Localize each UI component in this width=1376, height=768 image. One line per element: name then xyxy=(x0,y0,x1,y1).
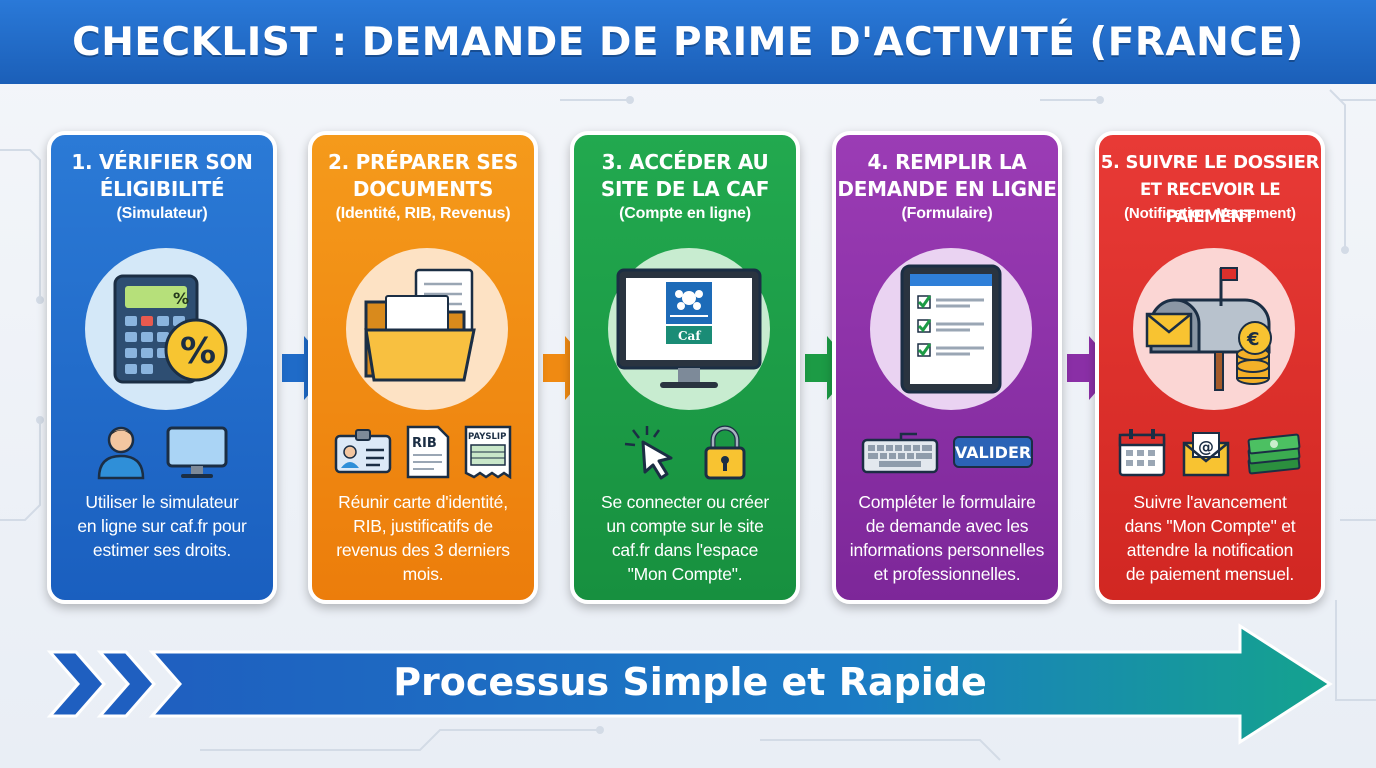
step-title: 2. PRÉPARER SES DOCUMENTS xyxy=(328,150,518,201)
step-subtitle: (Simulateur) xyxy=(116,205,208,222)
step-description: Se connecter ou créer un compte sur le s… xyxy=(601,492,769,584)
step-icons xyxy=(51,422,273,482)
step-subtitle: (Formulaire) xyxy=(901,205,993,222)
step-description: Compléter le formulaire de demande avec … xyxy=(849,492,1045,584)
arrow-right-icon xyxy=(282,336,332,400)
keyboard-icon xyxy=(861,432,939,474)
id-card-icon xyxy=(334,429,392,474)
step-card-5: 5. SUIVRE LE DOSSIER ET RECEVOIR LE PAIE… xyxy=(1095,131,1325,604)
step-description: Utiliser le simulateur en ligne sur caf.… xyxy=(77,492,247,560)
step-description: Suivre l'avancement dans "Mon Compte" et… xyxy=(1124,492,1296,584)
step-card-2: 2. PRÉPARER SES DOCUMENTS (Identité, RIB… xyxy=(308,131,538,604)
step-subtitle: (Notification, Versement) xyxy=(1124,205,1296,222)
header-banner: CHECKLIST : DEMANDE DE PRIME D'ACTIVITÉ … xyxy=(0,0,1376,84)
mailbox-coins-icon: € xyxy=(1133,248,1295,410)
step-title: 4. REMPLIR LA DEMANDE EN LIGNE xyxy=(837,150,1057,201)
caf-website-monitor-icon: Caf xyxy=(608,248,770,410)
tablet-checklist-icon xyxy=(870,248,1032,410)
page-title: CHECKLIST : DEMANDE DE PRIME D'ACTIVITÉ … xyxy=(72,19,1304,65)
arrow-right-icon xyxy=(1067,336,1117,400)
svg-text:@: @ xyxy=(1198,437,1214,456)
user-icon xyxy=(97,426,145,480)
svg-text:%: % xyxy=(180,331,216,372)
rib-document-icon: RIB xyxy=(406,425,450,479)
step-title: 1. VÉRIFIER SON ÉLIGIBILITÉ xyxy=(71,150,253,201)
step-card-1: 1. VÉRIFIER SON ÉLIGIBILITÉ (Simulateur)… xyxy=(47,131,277,604)
svg-text:RIB: RIB xyxy=(412,436,437,451)
step-icons: RIB PAYSLIP xyxy=(312,422,534,482)
step-subtitle: (Compte en ligne) xyxy=(619,205,751,222)
padlock-icon xyxy=(704,425,746,480)
step-icons: @ xyxy=(1099,422,1321,482)
svg-text:Caf: Caf xyxy=(678,329,701,343)
step-description: Réunir carte d'identité, RIB, justificat… xyxy=(336,492,510,584)
process-arrow-icon xyxy=(46,623,1333,745)
process-label: Processus Simple et Rapide xyxy=(393,660,987,704)
svg-text:PAYSLIP: PAYSLIP xyxy=(468,432,506,442)
step-icons xyxy=(574,422,796,482)
step-icons: VALIDER xyxy=(836,422,1058,482)
step-card-4: 4. REMPLIR LA DEMANDE EN LIGNE (Formulai… xyxy=(832,131,1062,604)
email-icon: @ xyxy=(1182,432,1230,477)
computer-monitor-icon xyxy=(166,426,228,478)
calculator-percent-icon: % % xyxy=(85,248,247,410)
svg-text:€: € xyxy=(1246,329,1260,350)
calendar-icon xyxy=(1118,429,1166,477)
payslip-icon: PAYSLIP xyxy=(464,425,512,479)
step-subtitle: (Identité, RIB, Revenus) xyxy=(335,205,511,222)
step-card-3: 3. ACCÉDER AU SITE DE LA CAF (Compte en … xyxy=(570,131,800,604)
validate-button-label: VALIDER xyxy=(954,442,1032,462)
step-title: 5. SUIVRE LE DOSSIER ET RECEVOIR LE PAIE… xyxy=(1100,152,1320,226)
arrow-right-icon xyxy=(543,336,593,400)
arrow-right-icon xyxy=(805,336,855,400)
folder-documents-icon xyxy=(346,248,508,410)
step-title: 3. ACCÉDER AU SITE DE LA CAF xyxy=(600,150,770,201)
validate-button-icon: VALIDER xyxy=(953,436,1033,468)
money-stack-icon xyxy=(1247,433,1301,475)
svg-text:%: % xyxy=(173,289,189,308)
cursor-click-icon xyxy=(624,426,673,480)
